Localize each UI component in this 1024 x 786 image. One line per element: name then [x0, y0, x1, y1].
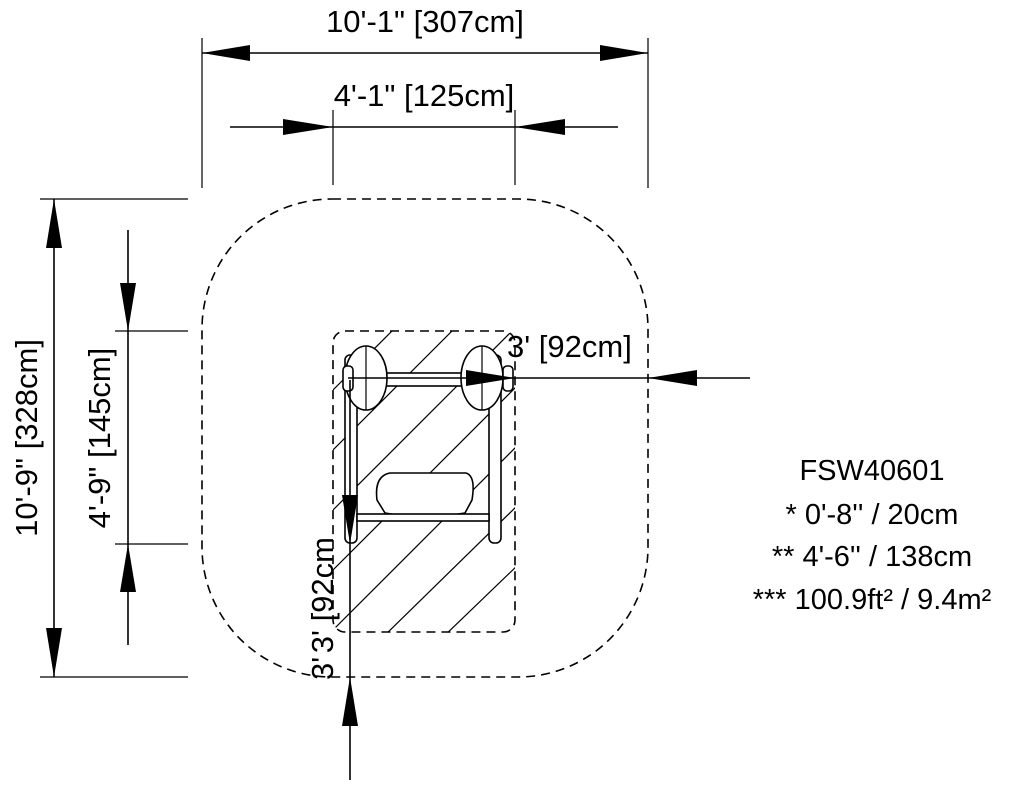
end-clearance-dimension: 3' [92cm 3' — [305, 380, 358, 780]
frame-width-label: 4'-1" [125cm] — [334, 78, 515, 113]
fall-height: * 0'-8'' / 20cm — [786, 499, 959, 531]
info-block: FSW40601 * 0'-8'' / 20cm ** 4'-6'' / 138… — [753, 455, 992, 616]
use-zone-area: *** 100.9ft² / 9.4m² — [753, 584, 992, 616]
swing-frame — [342, 345, 514, 544]
model-number: FSW40601 — [799, 455, 944, 487]
side-clearance-label: 3' [92cm] — [507, 329, 632, 364]
frame-length-label: 4'-9" [145cm] — [82, 348, 117, 529]
overall-width-label: 10'-1" [307cm] — [326, 4, 524, 39]
seat-bar — [356, 513, 490, 522]
overall-length-dimension: 10'-9" [328cm] — [9, 198, 188, 678]
equipment-footprint — [332, 330, 516, 633]
use-zone-boundary — [201, 198, 649, 678]
overall-length-label: 10'-9" [328cm] — [9, 339, 44, 537]
swing-seat — [375, 472, 474, 518]
frame-width-dimension: 4'-1" [125cm] — [230, 78, 618, 185]
side-clearance-dimension: 3' [92cm] — [348, 329, 750, 386]
frame-length-dimension: 4'-9" [145cm] — [82, 230, 188, 645]
overall-width-dimension: 10'-1" [307cm] — [201, 4, 649, 188]
free-fall-height: ** 4'-6'' / 138cm — [772, 541, 972, 573]
end-clearance-label-bottom: 3' — [305, 657, 340, 680]
end-clearance-label: 3' [92cm — [305, 537, 340, 653]
